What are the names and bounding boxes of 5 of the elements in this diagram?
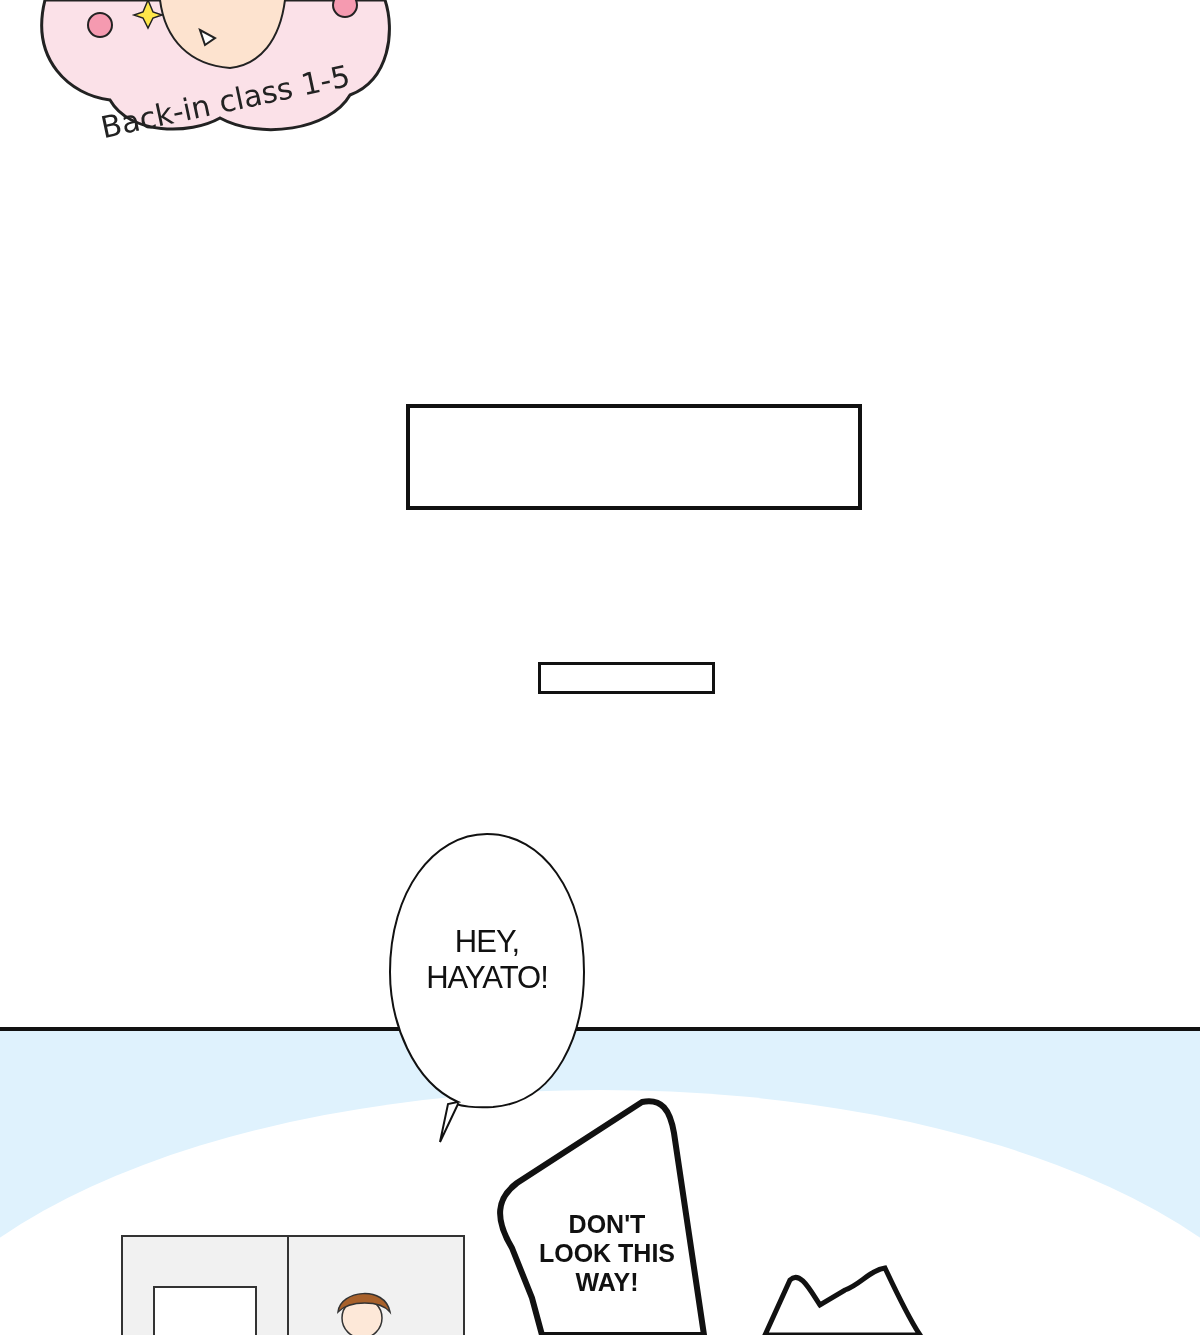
empty-text-box [538, 662, 715, 694]
empty-text-box [406, 404, 862, 510]
speech-text: HEY, HAYATO! [425, 924, 549, 996]
caption-text: Back-in class 1-5 [97, 58, 353, 145]
speech-text: DON'T LOOK THIS WAY! [537, 1210, 677, 1297]
